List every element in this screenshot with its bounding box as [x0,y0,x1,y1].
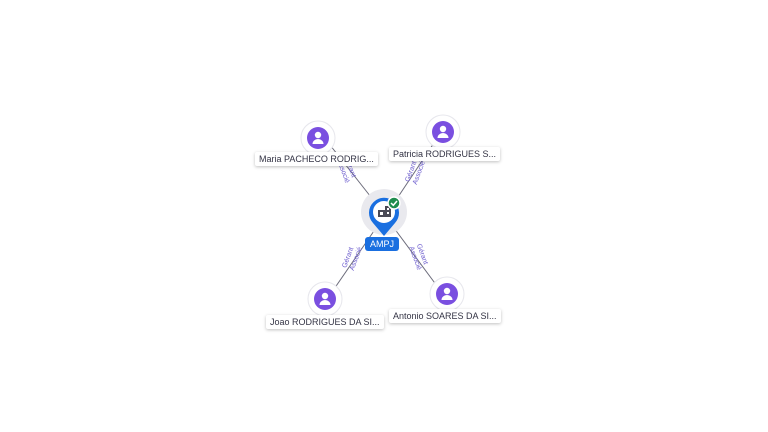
person-icon [319,292,331,305]
person-node-maria[interactable] [300,120,336,156]
edge-antonio [393,227,441,291]
person-label-maria[interactable]: Maria PACHECO RODRIG... [255,152,378,166]
edge-label-antonio: Gérant Associé [407,243,428,271]
person-label-joao[interactable]: Joao RODRIGUES DA SI... [266,315,384,329]
company-label[interactable]: AMPJ [365,237,400,251]
person-label-patricia[interactable]: Patricia RODRIGUES S... [389,147,501,161]
verified-check-icon [387,196,401,210]
person-icon [312,131,324,144]
person-node-joao[interactable] [307,281,343,317]
edge-label-joao: Gérant Associé [341,246,364,272]
person-icon [437,125,449,138]
person-label-antonio[interactable]: Antonio SOARES DA SI... [389,309,501,323]
edge-label-patricia: Gérant Associé [404,160,427,186]
person-node-antonio[interactable] [429,276,465,312]
building-icon [378,206,391,217]
person-node-patricia[interactable] [425,114,461,150]
person-icon [441,287,453,300]
company-node[interactable] [361,189,407,236]
